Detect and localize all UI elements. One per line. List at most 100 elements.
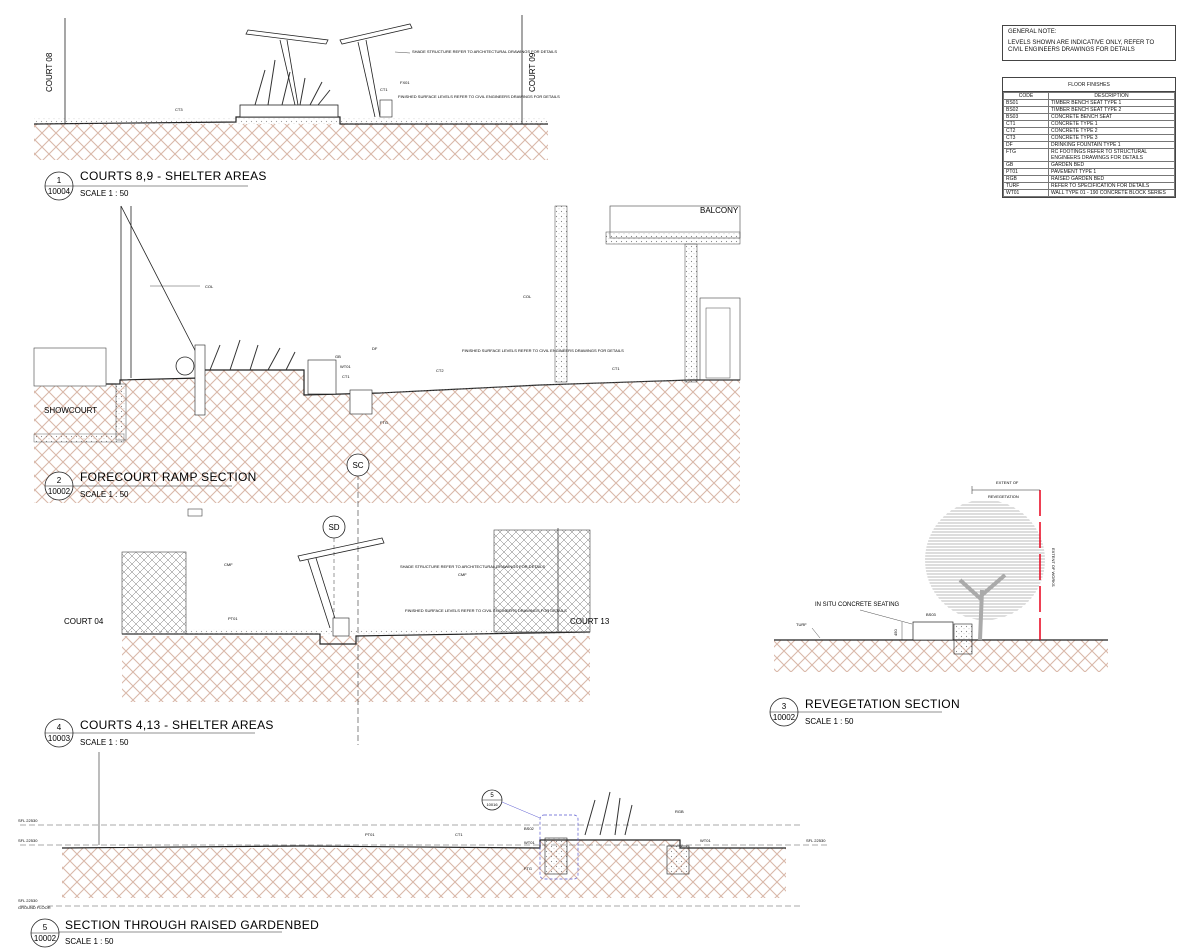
ftg-label: FTG [380, 420, 388, 425]
bs02-label: BS02 [524, 826, 535, 831]
extent-works-label: EXTENT OF WORKS [1051, 548, 1056, 587]
section-scale: SCALE 1 : 50 [80, 189, 129, 198]
section-number: 4 [57, 723, 62, 732]
court-fence-right [493, 529, 591, 633]
section-scale: SCALE 1 : 50 [65, 937, 114, 946]
court-fence-left [121, 551, 187, 635]
section-scale: SCALE 1 : 50 [805, 717, 854, 726]
ssl-label-2: SFL 22530 [18, 838, 38, 843]
rgb-label: RGB [675, 809, 684, 814]
ct1-label-b: CT1 [612, 366, 620, 371]
detail-ref: 10016 [486, 802, 498, 807]
column [554, 205, 568, 383]
ground-hatch [62, 840, 786, 898]
plant-icon [209, 339, 296, 371]
court-08-label: COURT 08 [45, 52, 54, 92]
section-title: COURTS 4,13 - SHELTER AREAS [80, 718, 274, 732]
col-label-2: COL [523, 294, 532, 299]
general-note-box: GENERAL NOTE: LEVELS SHOWN ARE INDICATIV… [1002, 25, 1176, 61]
section-title: SECTION THROUGH RAISED GARDENBED [65, 918, 319, 932]
section-2-forecourt-ramp: SHOWCOURT COL GB WT01 CT1 FTG DF CT2 CT1… [33, 205, 741, 517]
wt01-label-b: WT01 [700, 838, 711, 843]
grid-sd-label: SD [328, 523, 339, 532]
plant-icon [254, 59, 331, 106]
tree-icon [925, 500, 1045, 620]
wt01-label-a: WT01 [524, 840, 535, 845]
pt01-label: PT01 [365, 832, 375, 837]
section-1-courts-8-9: COURT 08 COURT 09 SHADE STRUCTURE REFER … [33, 15, 560, 201]
detail-callout-box [539, 814, 579, 880]
col-label: COL [205, 284, 214, 289]
shade-canopy-right [339, 23, 413, 45]
bs03-label: BS03 [926, 612, 937, 617]
fx01-label: FX01 [400, 80, 410, 85]
shade-note: SHADE STRUCTURE REFER TO ARCHITECTURAL D… [412, 49, 557, 54]
ct1-label-a: CT1 [342, 374, 350, 379]
sheet-ref: 10002 [34, 934, 57, 943]
seating-label: IN SITU CONCRETE SEATING [815, 602, 900, 608]
section-3-revegetation: IN SITU CONCRETE SEATING BS03 TURF 450 E… [769, 480, 1108, 727]
sheet-ref: 10002 [773, 713, 796, 722]
extent-reveg-2: REVEGETATION [988, 494, 1019, 499]
section-number: 2 [57, 476, 62, 485]
concrete-seat [912, 621, 954, 641]
ssl-label-1: SFL 22530 [18, 818, 38, 823]
finish-description: RC FOOTINGS REFER TO STRUCTURAL ENGINEER… [1048, 148, 1175, 162]
ct1-label: CT1 [455, 832, 463, 837]
balcony-label: BALCONY [700, 206, 739, 215]
shade-canopy-left [245, 29, 329, 45]
section-title: REVEGETATION SECTION [805, 697, 960, 711]
grid-marker-sc [346, 453, 370, 477]
shade-canopy [297, 537, 385, 562]
drinking-fountain-icon [175, 356, 195, 376]
wt01-label: WT01 [340, 364, 351, 369]
gf-label: SFL 22530 [18, 898, 38, 903]
cmf-label-2: CMF [458, 572, 467, 577]
section-4-courts-4-13: COURT 04 COURT 13 CMF CMF PT01 SHADE STR… [44, 453, 610, 748]
ct3-label: CT3 [175, 107, 183, 112]
sheet-ref: 10004 [48, 187, 71, 196]
sheet-ref: 10003 [48, 734, 71, 743]
showcourt-label: SHOWCOURT [44, 406, 97, 415]
shade-note: SHADE STRUCTURE REFER TO ARCHITECTURAL D… [400, 564, 545, 569]
grid-sc-label: SC [352, 461, 363, 470]
section-scale: SCALE 1 : 50 [80, 738, 129, 747]
ftg-label: FTG [524, 866, 532, 871]
section-number: 1 [57, 176, 62, 185]
ground-hatch [122, 636, 590, 702]
sheet-ref: 10002 [48, 487, 71, 496]
extent-reveg-1: EXTENT OF [996, 480, 1019, 485]
plant-icon [584, 791, 633, 836]
pt01-label: PT01 [228, 616, 238, 621]
ground-hatch [34, 124, 548, 160]
showcourt-building [33, 347, 107, 387]
floor-finishes-title: FLOOR FINISHES [1003, 78, 1175, 92]
section-scale: SCALE 1 : 50 [80, 490, 129, 499]
section-number: 5 [43, 923, 48, 932]
court-04-label: COURT 04 [64, 617, 104, 626]
ground-line [34, 369, 740, 396]
ground-hatch [34, 370, 740, 503]
court-13-label: COURT 13 [570, 617, 610, 626]
section-title: COURTS 8,9 - SHELTER AREAS [80, 169, 267, 183]
raised-bed [239, 104, 339, 118]
cmf-label-1: CMF [224, 562, 233, 567]
ssl-label-right: SFL 22530 [806, 838, 826, 843]
df-label: DF [372, 346, 378, 351]
gb-label: GB [335, 354, 341, 359]
section-title: FORECOURT RAMP SECTION [80, 470, 257, 484]
finish-description: WALL TYPE 01 - 190 CONCRETE BLOCK SERIES [1048, 189, 1175, 197]
turf-label: TURF [796, 622, 807, 627]
section-5-raised-gardenbed: SFL 22530 SFL 22530 SFL 22530 GROUND FLO… [18, 752, 830, 948]
dim-label: 450 [893, 629, 898, 636]
ct2-label: CT2 [436, 368, 444, 373]
surface-note: FINISHED SURFACE LEVELS REFER TO CIVIL E… [398, 94, 560, 99]
surface-note: FINISHED SURFACE LEVELS REFER TO CIVIL E… [462, 348, 624, 353]
ground-hatch [774, 640, 1108, 672]
